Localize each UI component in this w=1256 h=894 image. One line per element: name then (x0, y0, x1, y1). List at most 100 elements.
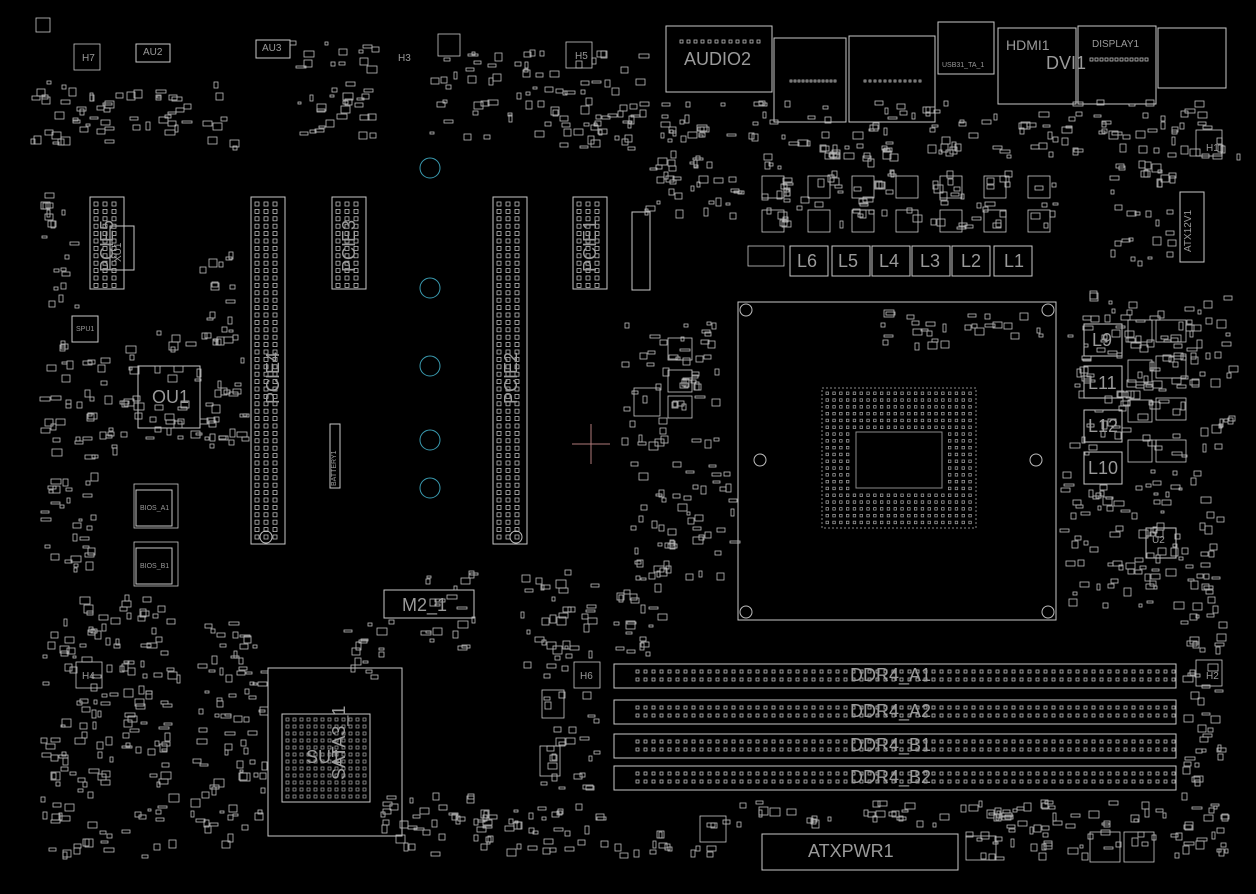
slot-pin (514, 319, 520, 325)
dimm-pin (1027, 677, 1032, 682)
slot-pin (514, 297, 520, 303)
smd-pad (82, 360, 93, 366)
cpu-land (948, 439, 952, 443)
smd-pad (329, 94, 335, 98)
cpu-land (825, 391, 829, 395)
smd-pad (704, 531, 712, 539)
dimm-pin (779, 739, 784, 744)
cpu-land (852, 493, 857, 497)
smd-pad (73, 563, 79, 568)
smd-pad (698, 175, 709, 184)
smd-pad (160, 771, 172, 780)
slot-pin (514, 453, 520, 459)
smd-pad (635, 78, 646, 86)
cpu-land (954, 445, 959, 450)
smd-pad (378, 647, 385, 651)
smd-pad (1205, 589, 1214, 595)
chipset-ball (285, 745, 290, 750)
slot-pin (111, 268, 117, 274)
smd-pad (1200, 551, 1209, 557)
smd-pad (1030, 144, 1040, 150)
dimm-pin (699, 779, 704, 784)
smd-pad (52, 141, 60, 145)
chipset-ball (341, 794, 346, 799)
smd-pad (355, 641, 362, 651)
dimm-pin (723, 771, 728, 776)
smd-pad (1212, 605, 1219, 614)
smd-pad (1217, 144, 1224, 153)
cpu-land (825, 398, 829, 402)
smd-pad (1182, 675, 1194, 683)
smd-pad (208, 420, 217, 428)
smd-pad (1192, 602, 1203, 611)
smd-pad (1016, 806, 1025, 811)
smd-pad (730, 508, 735, 517)
smd-pad (797, 79, 801, 83)
smd-pad (1184, 756, 1196, 761)
smd-pad (559, 142, 569, 148)
slot-pin (496, 260, 502, 266)
smd-pad (821, 79, 825, 83)
smd-pad (86, 610, 94, 616)
dimm-pin (779, 779, 784, 784)
smd-pad (1189, 613, 1198, 621)
dimm-pin (667, 739, 672, 744)
cpu-land (900, 418, 904, 423)
slot-pin (505, 475, 511, 481)
slot-pin (496, 416, 502, 422)
slot-pin (344, 231, 350, 237)
smd-pad (1147, 128, 1158, 133)
smd-pad (463, 133, 472, 141)
slot-pin (272, 305, 278, 311)
dimm-pin (963, 705, 968, 710)
dimm-pin (1163, 739, 1168, 744)
slot-pin (254, 423, 260, 429)
dimm-pin (723, 713, 728, 718)
smd-pad (916, 820, 924, 828)
smd-pad (103, 847, 115, 853)
dimm-pin (819, 705, 824, 710)
smd-pad (1089, 290, 1098, 300)
smd-pad (111, 444, 118, 449)
cpu-land (852, 520, 857, 525)
smd-pad (528, 812, 534, 820)
cpu-land (846, 405, 850, 409)
smd-pad (198, 708, 204, 715)
smd-pad (1149, 367, 1161, 372)
smd-pad (1147, 256, 1153, 260)
dimm-pin (739, 669, 744, 674)
smd-pad (877, 800, 888, 807)
smd-pad (1101, 334, 1108, 340)
smd-pad (547, 762, 558, 770)
label-su1: SU1 (306, 747, 342, 767)
smd-pad (443, 57, 451, 62)
smd-pad (714, 39, 719, 44)
smd-pad (933, 109, 941, 114)
smd-pad (214, 713, 220, 718)
cpu-land (920, 500, 925, 504)
slot-pin (263, 371, 269, 377)
smd-pad (1121, 238, 1131, 243)
smd-pad (1190, 477, 1197, 486)
cpu-land (914, 391, 918, 395)
dimm-pin (963, 779, 968, 784)
dimm-pin (747, 779, 752, 784)
smd-pad (467, 53, 479, 57)
smd-pad (228, 621, 240, 626)
dimm-pin (859, 739, 864, 744)
component-body (75, 661, 103, 689)
dimm-pin (899, 739, 904, 744)
dimm-pin (731, 677, 736, 682)
smd-pad (661, 102, 671, 107)
component-body (1127, 399, 1153, 423)
dimm-pin (883, 779, 888, 784)
cpu-land (934, 418, 938, 423)
smd-pad (161, 741, 171, 747)
dimm-pin (739, 747, 744, 752)
smd-pad (1084, 451, 1090, 456)
smd-pad (1183, 824, 1193, 830)
cpu-land (886, 405, 891, 409)
chipset-ball (292, 752, 297, 757)
smd-pad (1211, 424, 1222, 434)
cpu-land (914, 507, 918, 511)
